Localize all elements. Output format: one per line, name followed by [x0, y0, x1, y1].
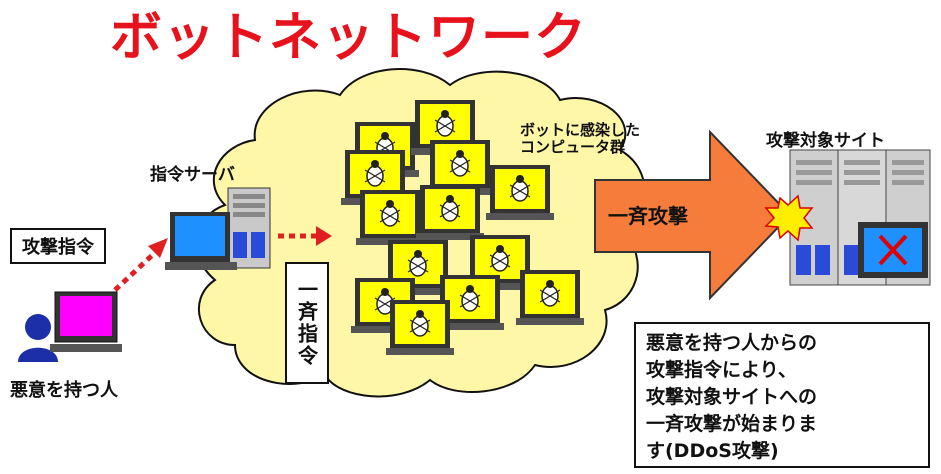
bot-computer-icon: [426, 140, 494, 195]
bug-icon: [509, 175, 531, 202]
explosion-icon: [764, 194, 814, 242]
bug-icon: [407, 250, 429, 277]
broadcast-attack-label: 一斉攻撃: [608, 204, 688, 228]
bot-computer-icon: [486, 165, 554, 220]
bug-icon: [489, 245, 511, 272]
bot-computer-icon: [516, 270, 584, 325]
x-mark-icon: [878, 234, 908, 266]
target-monitor-icon: [858, 222, 928, 278]
bug-icon: [409, 310, 431, 337]
command-server-icon: [165, 187, 271, 270]
relay-dotted-arrow: [278, 226, 332, 246]
command-server-label: 指令サーバ: [150, 165, 235, 185]
bug-icon: [449, 150, 471, 177]
infected-computers-label-line1: ボットに感染した: [520, 121, 641, 139]
note-line: 悪意を持つ人からの: [646, 332, 818, 354]
command-dotted-arrow: [113, 238, 168, 292]
bot-computer-icon: [416, 185, 484, 240]
note-line: 一斉攻撃が始まりま: [646, 413, 818, 435]
target-site-label: 攻撃対象サイト: [766, 131, 885, 151]
attacker-computer-icon: [50, 291, 122, 352]
infected-computers-label: ボットに感染した コンピュータ群: [520, 122, 640, 156]
bug-icon: [364, 160, 386, 187]
bot-computer-icon: [386, 300, 454, 355]
note-line: 攻撃対象サイトへの: [646, 386, 818, 408]
note-line: す(DDoS攻撃): [646, 440, 779, 462]
attack-arrow: [594, 129, 792, 301]
bot-computer-group: [341, 100, 584, 355]
infected-computers-label-line2: コンピュータ群: [520, 138, 626, 156]
bug-icon: [539, 280, 561, 307]
bug-icon: [459, 285, 481, 312]
bug-icon: [434, 110, 456, 137]
note-line: 攻撃指令により、: [646, 359, 797, 381]
bot-computer-icon: [356, 190, 424, 245]
attack-command-label: 攻撃指令: [10, 228, 106, 264]
bug-icon: [379, 200, 401, 227]
attacker-label: 悪意を持つ人: [10, 380, 118, 401]
attacker-person-icon: [18, 314, 58, 362]
page-title: ボットネットワーク: [110, 8, 588, 68]
broadcast-command-label: 一斉指令: [285, 262, 329, 384]
bug-icon: [439, 195, 461, 222]
explanation-note: 悪意を持つ人からの 攻撃指令により、 攻撃対象サイトへの 一斉攻撃が始まりま す…: [634, 322, 930, 468]
